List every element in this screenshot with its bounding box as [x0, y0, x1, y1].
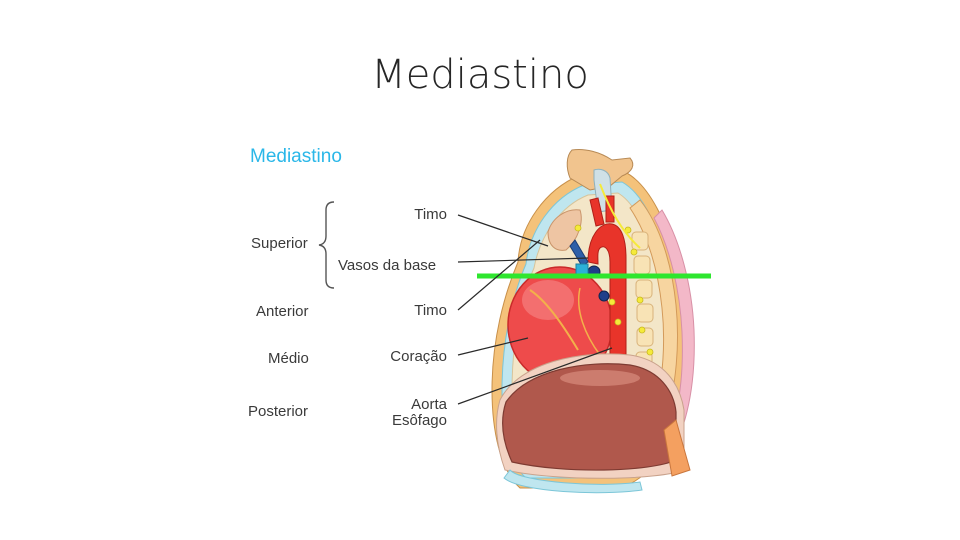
- superior-bracket: [318, 201, 335, 289]
- structure-vasos-da-base-label: Vasos da base: [338, 257, 437, 274]
- great-vessel-branch: [589, 197, 605, 227]
- pulmonary-vein-2: [598, 290, 610, 302]
- structure-esofago-label: Esôfago: [391, 412, 447, 429]
- right-lower-ribs: [663, 419, 691, 477]
- region-medio-label: Médio: [268, 350, 309, 367]
- lymph-nodes: [574, 224, 654, 356]
- liver-highlight: [560, 370, 640, 386]
- region-anterior-label: Anterior: [256, 303, 309, 320]
- leader-lines: [457, 214, 613, 405]
- diagram-title: Mediastino: [250, 146, 342, 167]
- structure-timo-anterior-label: Timo: [414, 302, 447, 319]
- structure-coracao-label: Coração: [390, 348, 447, 365]
- vertebrae: [631, 231, 654, 371]
- structure-aorta-label: Aorta: [411, 396, 447, 413]
- region-posterior-label: Posterior: [248, 403, 309, 420]
- lower-pleura-edge: [503, 469, 643, 494]
- coronary-vessel: [529, 289, 579, 351]
- region-superior-label: Superior: [251, 235, 308, 252]
- heart-highlight: [522, 280, 574, 320]
- coronary-vessel-2: [578, 287, 601, 356]
- structure-timo-superior-label: Timo: [414, 206, 447, 223]
- slide-title: Mediastino: [371, 52, 589, 98]
- phrenic-nerve: [599, 183, 641, 249]
